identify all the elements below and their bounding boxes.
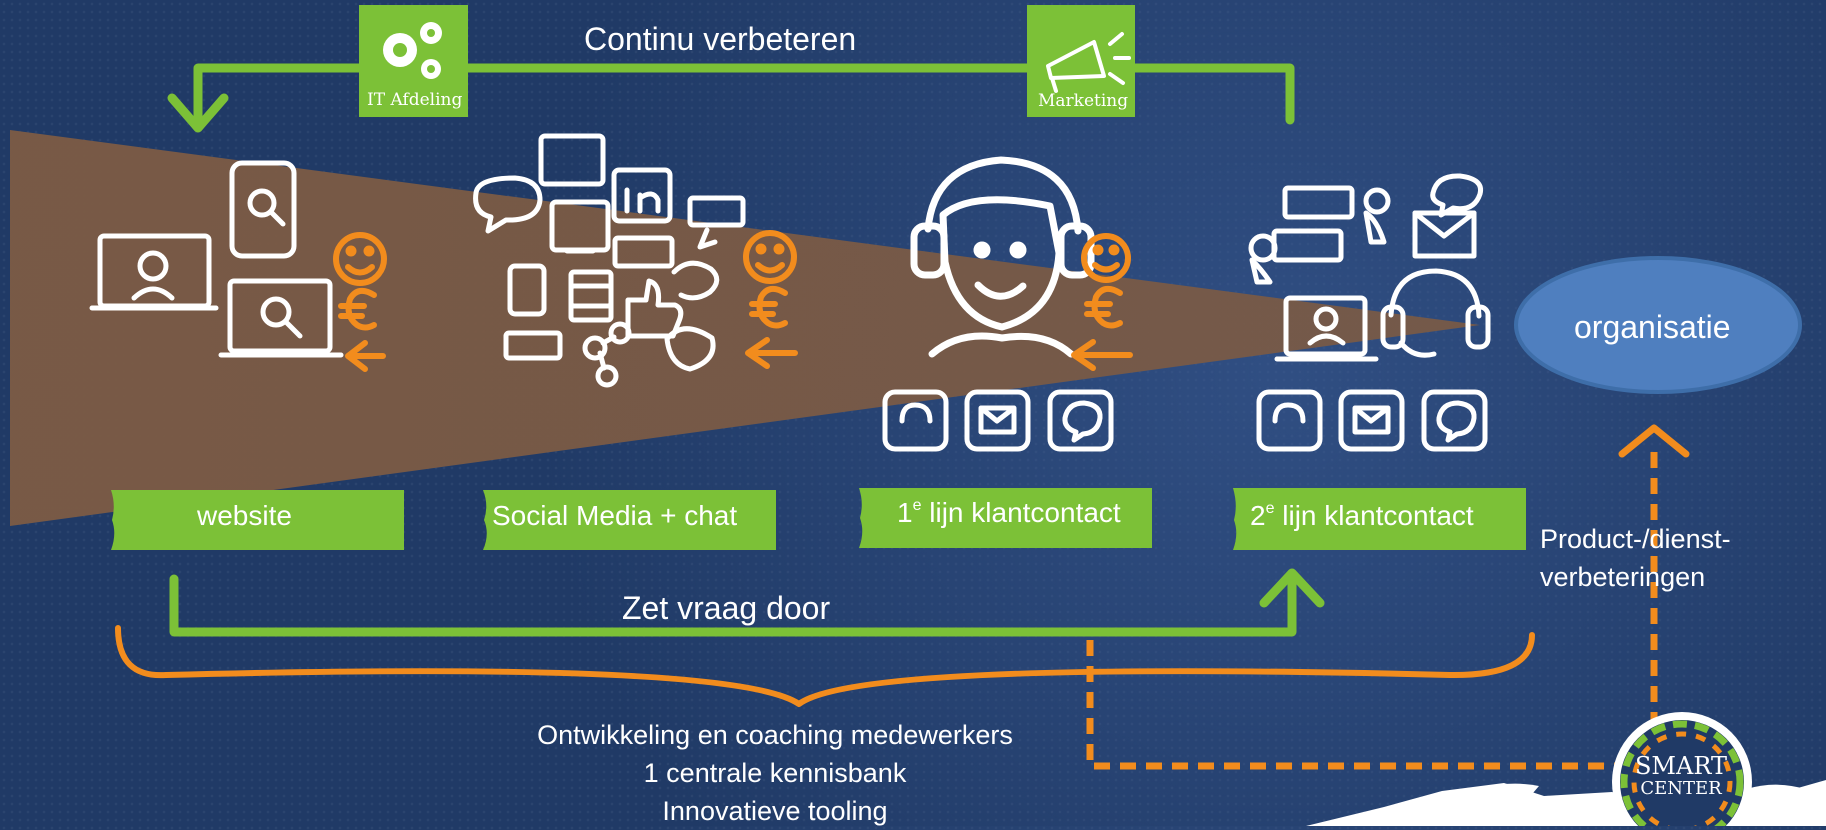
envelope-chat-icon	[1412, 210, 1477, 259]
phone-icon	[1256, 389, 1323, 452]
megaphone-icon	[1046, 32, 1131, 93]
channel-banners	[111, 488, 1526, 550]
website-channel-label: website	[197, 500, 292, 531]
agent-headset-icon	[910, 156, 1095, 358]
first-line-text: lijn klantcontact	[921, 497, 1121, 528]
arrow-icon	[1071, 339, 1133, 371]
like-icon	[503, 330, 563, 361]
website-banner	[111, 490, 404, 550]
first-line-number: 1	[897, 497, 913, 528]
social-media-sign-icon	[538, 133, 606, 187]
social-media-illustrations	[473, 133, 746, 388]
forward-question-arrow	[169, 568, 1325, 637]
center-logo-line: CENTER	[1640, 778, 1722, 799]
linkedin-icon	[611, 167, 673, 224]
euro-icon	[338, 287, 377, 331]
gears-icon	[383, 22, 442, 79]
euro-icon	[1084, 285, 1123, 329]
chat-icon	[1421, 389, 1488, 452]
thumbs-up-icon	[625, 278, 684, 339]
smart-center-logo	[1612, 712, 1752, 826]
follow-icon	[612, 235, 675, 269]
second-line-banner	[1233, 488, 1526, 550]
second-line-number: 2	[1250, 500, 1266, 531]
mail-icon	[964, 389, 1031, 452]
first-line-contact-label: 1e lijn klantcontact	[897, 497, 1121, 529]
organisation-label: organisatie	[1574, 309, 1731, 345]
smiley-icon	[1081, 233, 1131, 283]
marketing-badge	[1027, 5, 1135, 117]
first-line-contact-icons	[882, 389, 1114, 452]
improvement-dashed-arrow	[1086, 444, 1658, 770]
chat-people-icon	[1282, 185, 1355, 220]
continuous-improvement-arrow	[167, 63, 1295, 133]
second-line-text: lijn klantcontact	[1274, 500, 1474, 531]
chat-bubble-icon	[473, 175, 543, 234]
first-line-superscript: e	[912, 497, 922, 514]
smiley-icon	[743, 230, 797, 284]
arrow-icon	[345, 340, 386, 372]
it-afdeling-label: IT Afdeling	[367, 90, 463, 110]
it-afdeling-badge	[359, 5, 468, 117]
second-line-contact-icons	[1256, 389, 1488, 452]
forward-question-label: Zet vraag door	[622, 590, 831, 626]
funnel-shape	[10, 130, 1480, 526]
tooling-note: Innovatieve tooling	[662, 796, 888, 826]
mail-icon	[1338, 389, 1405, 452]
smartphone-search-icon	[229, 160, 297, 259]
smiley-icon	[333, 232, 387, 286]
knowledge-base-note: 1 centrale kennisbank	[643, 758, 907, 788]
headset-icon	[1388, 268, 1482, 319]
smart-center-text: SMART CENTER	[1612, 754, 1750, 801]
bird-icon	[671, 260, 720, 301]
marketing-label: Marketing	[1038, 91, 1129, 111]
smart-logo-line: SMART	[1634, 752, 1727, 780]
social-chat-channel-label: Social Media + chat	[492, 500, 738, 531]
laptop-video-icon	[1283, 295, 1368, 357]
second-line-illustrations	[1248, 173, 1491, 362]
social-value-icons	[743, 230, 798, 369]
share-icon	[687, 195, 746, 228]
first-line-banner	[859, 488, 1152, 548]
first-line-value-icons	[1071, 233, 1133, 371]
orange-brace	[115, 625, 1535, 707]
organisation-ellipse	[1514, 256, 1802, 394]
coaching-note: Ontwikkeling en coaching medewerkers	[537, 720, 1013, 750]
bottom-notes: Ontwikkeling en coaching medewerkers 1 c…	[460, 716, 1090, 830]
social-banner	[483, 490, 776, 550]
arrow-icon	[745, 337, 798, 369]
website-value-icons	[333, 232, 387, 372]
improvement-arrow-head	[1618, 424, 1690, 458]
product-service-improvements-label: Product-/dienst-verbeteringen	[1540, 524, 1731, 592]
euro-icon	[749, 285, 788, 329]
chat-icon	[1047, 389, 1114, 452]
second-line-contact-label: 2e lijn klantcontact	[1250, 500, 1474, 532]
website-illustrations	[89, 160, 344, 358]
continuous-improvement-label: Continu verbeteren	[584, 21, 857, 57]
laptop-search-icon	[227, 278, 333, 354]
second-line-superscript: e	[1265, 500, 1275, 517]
phone-icon	[882, 389, 949, 452]
